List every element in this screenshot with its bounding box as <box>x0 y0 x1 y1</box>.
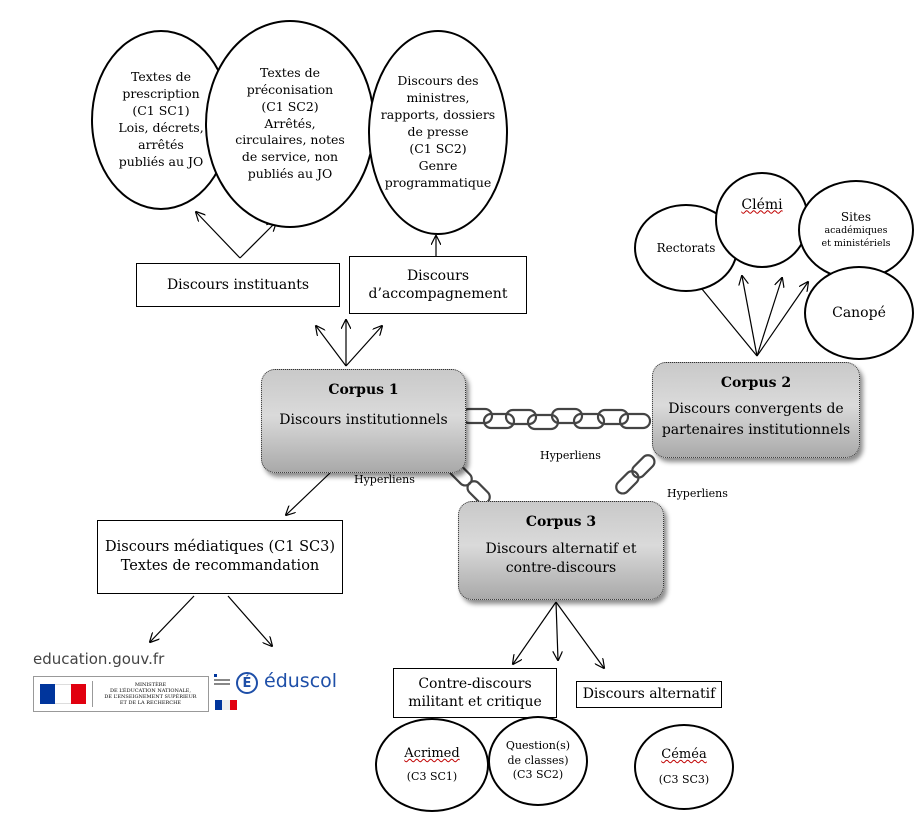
arrow <box>239 222 276 259</box>
corpus-2: Corpus 2 Discours convergents de partena… <box>652 362 860 458</box>
marianne-mini-icon <box>214 674 232 692</box>
oval-text: Rectorats <box>656 240 716 255</box>
chain-link-c1-c2 <box>460 407 652 431</box>
corpus-subtitle: Discours convergents de partenaires inst… <box>661 401 851 438</box>
oval-cemea: Céméa (C3 SC3) <box>634 724 734 810</box>
box-discours-mediatiques: Discours médiatiques (C1 SC3) Textes de … <box>97 520 343 594</box>
oval-text: Acrimed <box>404 745 460 761</box>
oval-subtext: (C3 SC1) <box>406 770 458 784</box>
arrow <box>286 472 331 515</box>
box-discours-instituants: Discours instituants <box>136 263 340 307</box>
oval-text: Discours des ministres, rapports, dossie… <box>380 73 496 190</box>
oval-text: Céméa <box>661 746 707 762</box>
ministere-seal: MINISTÈRE DE L’ÉDUCATION NATIONALE, DE L… <box>33 676 209 712</box>
corpus-3: Corpus 3 Discours alternatif et contre-d… <box>458 501 664 600</box>
arrow <box>556 601 558 660</box>
corpus-title: Corpus 1 <box>328 382 399 398</box>
marianne-flag-icon <box>40 684 86 704</box>
arrow <box>756 278 782 357</box>
arrow <box>227 595 272 646</box>
corpus-subtitle: Discours institutionnels <box>279 412 448 428</box>
hyperliens-label-c1-c2: Hyperliens <box>540 449 601 462</box>
arrow <box>513 601 557 664</box>
oval-clemi: Clémi <box>715 172 809 268</box>
oval-text: Sites <box>840 210 872 225</box>
box-discours-accompagnement: Discours d’accompagnement <box>349 256 527 314</box>
oval-acrimed: Acrimed (C3 SC1) <box>375 718 489 812</box>
oval-textes-preconisation: Textes de préconisation (C1 SC2) Arrêtés… <box>205 20 375 228</box>
arrow <box>756 282 808 357</box>
oval-subtext: (C3 SC3) <box>658 773 710 787</box>
arrow <box>150 595 195 642</box>
corpus-title: Corpus 2 <box>720 375 792 391</box>
corpus-title: Corpus 3 <box>525 514 597 530</box>
eduscol-logo: É éduscol <box>214 668 364 714</box>
eduscol-e-icon: É <box>236 672 258 694</box>
flag-mini-icon <box>215 700 237 710</box>
oval-questions-de-classes: Question(s) de classes) (C3 SC2) <box>488 716 588 806</box>
education-url-text: education.gouv.fr <box>33 650 165 668</box>
arrow <box>196 212 241 259</box>
oval-textes-prescription: Textes de prescription (C1 SC1) Lois, dé… <box>91 30 231 210</box>
corpus-subtitle: Discours alternatif et contre-discours <box>485 541 637 576</box>
box-discours-alternatif: Discours alternatif <box>576 681 722 708</box>
hyperliens-label-c1-c3: Hyperliens <box>354 473 415 486</box>
oval-text: Textes de prescription (C1 SC1) Lois, dé… <box>118 69 204 169</box>
ministere-text: MINISTÈRE DE L’ÉDUCATION NATIONALE, DE L… <box>104 682 197 706</box>
oval-text: Textes de préconisation (C1 SC2) Arrêtés… <box>235 64 345 182</box>
box-contre-discours: Contre-discours militant et critique <box>393 668 557 718</box>
oval-subtext: académiques et ministériels <box>821 225 891 250</box>
oval-text: Clémi <box>741 196 783 213</box>
arrow <box>345 326 382 367</box>
chain-link-c2-c3 <box>615 454 656 495</box>
oval-text: Question(s) de classes) <box>505 738 571 767</box>
hyperliens-label-c2-c3: Hyperliens <box>667 487 728 500</box>
oval-sites: Sites académiques et ministériels <box>798 180 914 280</box>
oval-subtext: (C3 SC2) <box>512 768 564 782</box>
arrow <box>742 276 758 357</box>
oval-text: Canopé <box>832 304 886 321</box>
oval-canope: Canopé <box>804 266 914 360</box>
arrow <box>316 326 347 367</box>
education-gouv-logo: education.gouv.fr MINISTÈRE DE L’ÉDUCATI… <box>33 650 209 716</box>
eduscol-wordmark: éduscol <box>264 670 338 692</box>
oval-discours-ministres: Discours des ministres, rapports, dossie… <box>368 30 508 235</box>
arrow <box>555 601 604 668</box>
corpus-1: Corpus 1 Discours institutionnels <box>261 369 466 473</box>
